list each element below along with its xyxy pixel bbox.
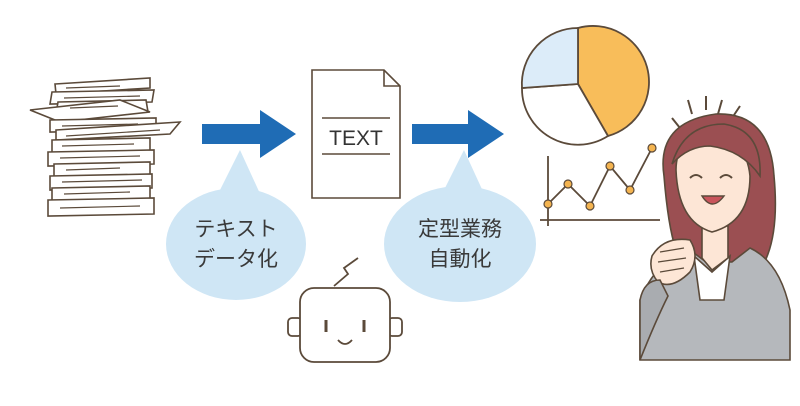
pie-chart-icon xyxy=(520,25,650,146)
paper-stack-icon xyxy=(29,77,182,217)
speech-bubble xyxy=(166,150,306,300)
bubble-text-automation: 定型業務 自動化 xyxy=(386,214,534,274)
line-graph-icon xyxy=(540,143,660,226)
speech-bubble xyxy=(384,150,536,302)
text-document-icon xyxy=(311,69,401,199)
robot-icon xyxy=(287,257,403,363)
arrow-right-icon xyxy=(202,110,296,158)
happy-woman-illustration xyxy=(639,96,791,361)
arrow-right-icon xyxy=(412,110,504,158)
bubble-line: データ化 xyxy=(194,247,278,271)
bubble-text-data: テキスト データ化 xyxy=(166,214,306,274)
bubble-line: 定型業務 xyxy=(418,217,502,241)
document-label: TEXT xyxy=(329,127,383,150)
bubble-line: テキスト xyxy=(194,217,278,241)
bubble-line: 自動化 xyxy=(428,247,492,271)
